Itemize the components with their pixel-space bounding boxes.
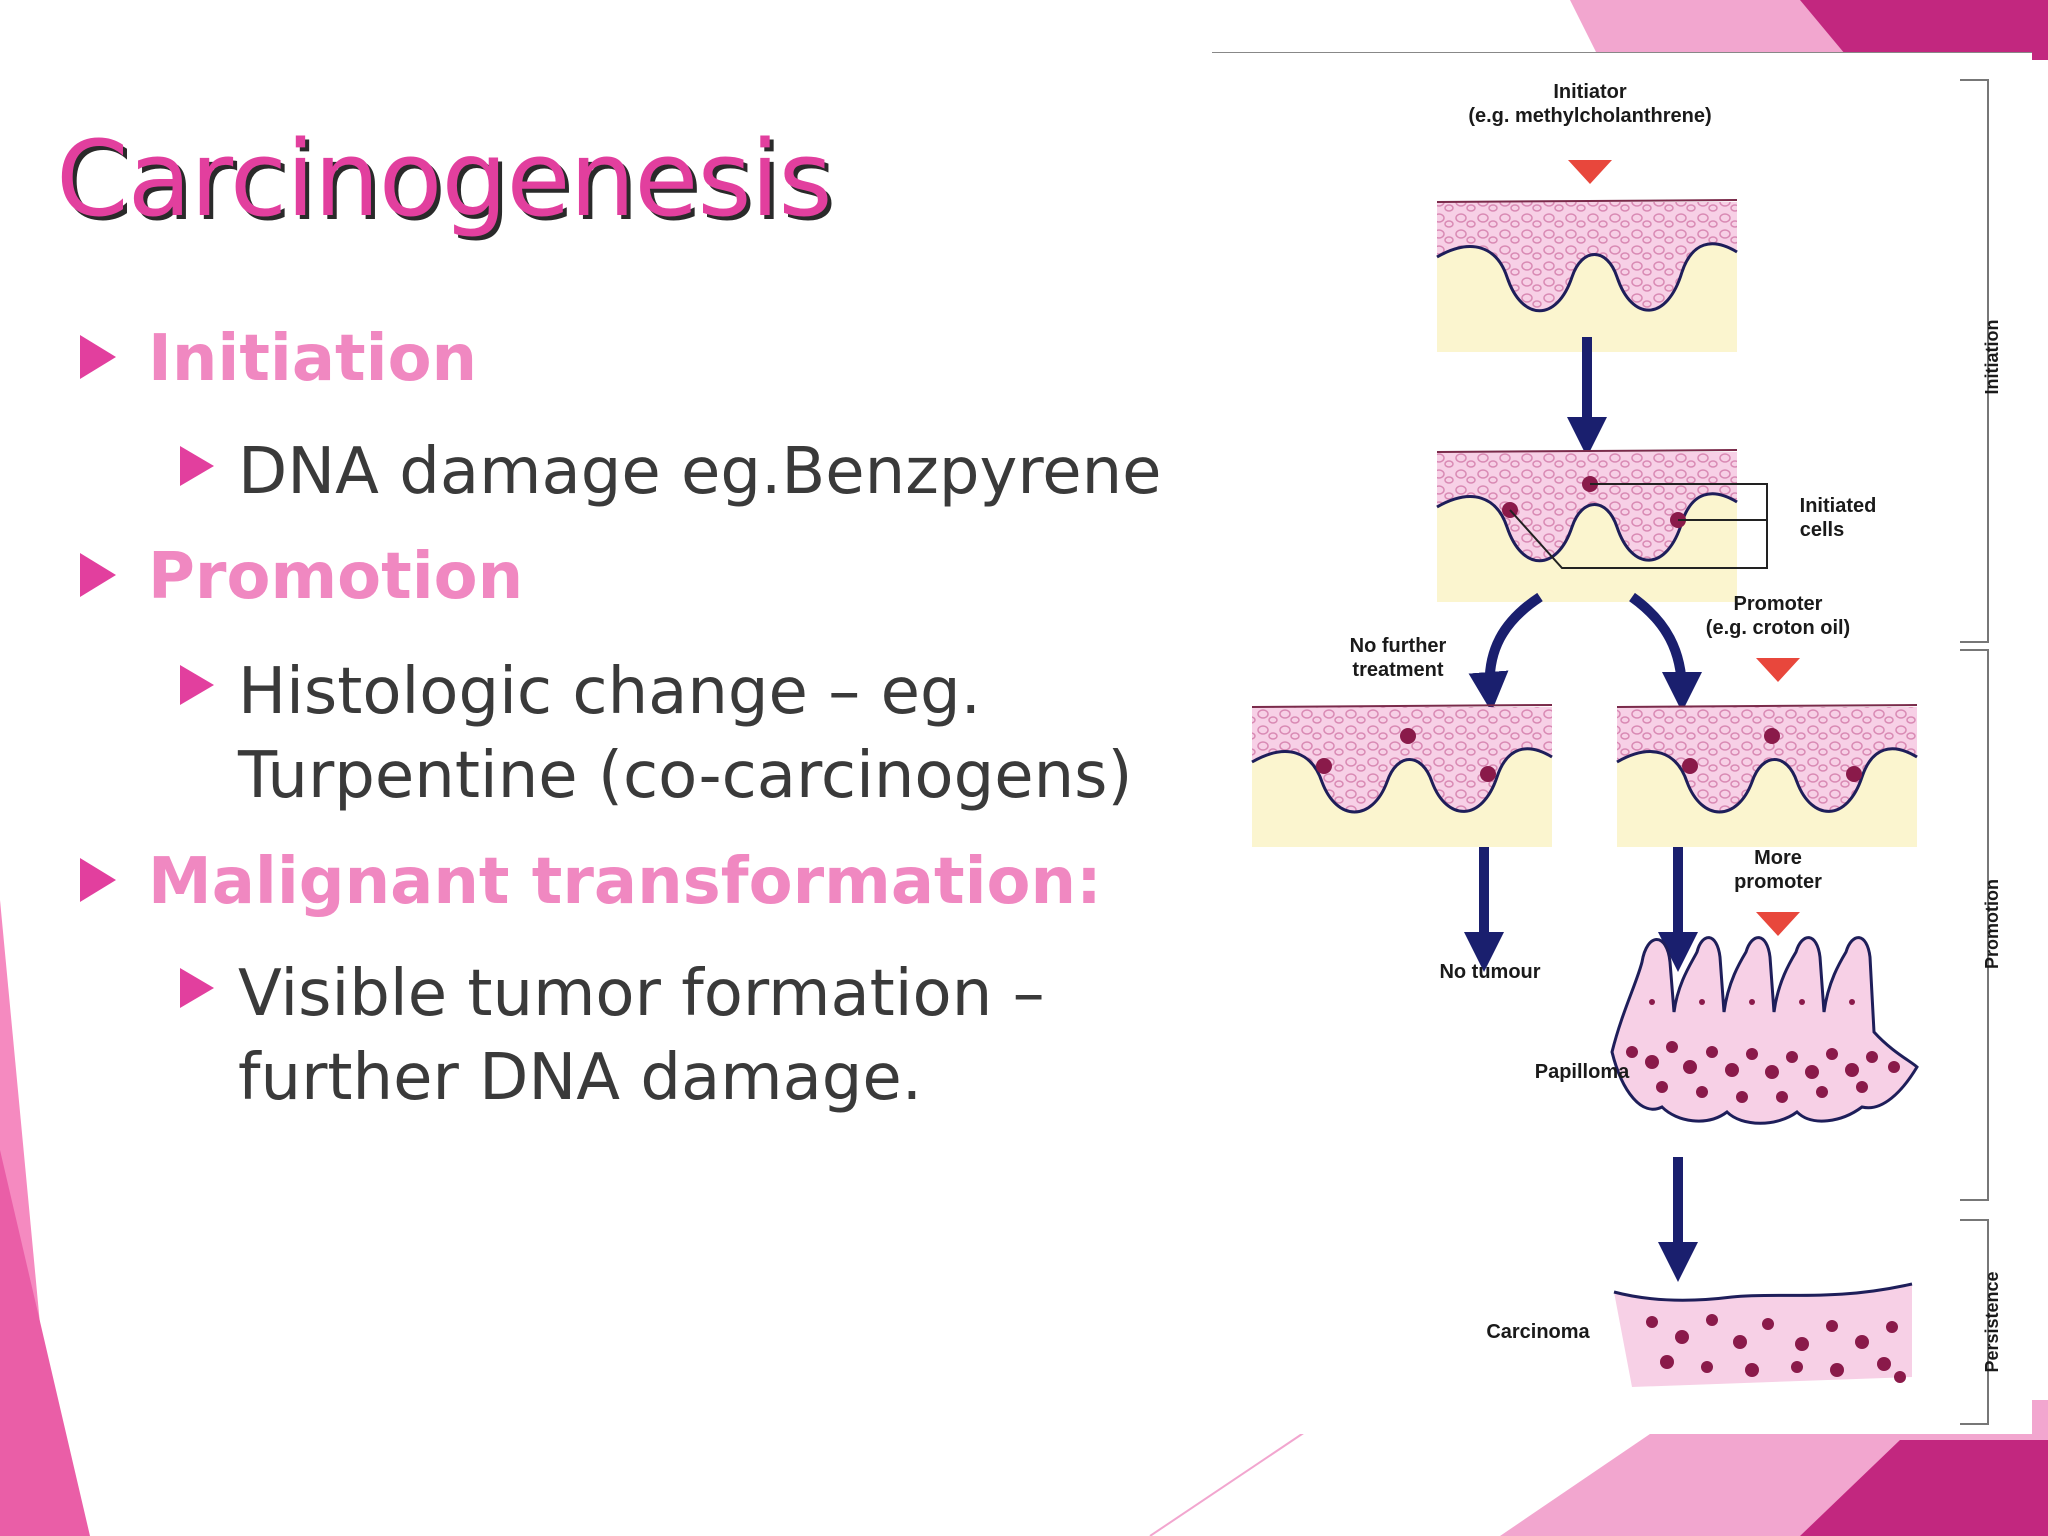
drop-arrow-icon [1756, 912, 1800, 936]
no-further-label-2: treatment [1352, 659, 1443, 681]
more-promoter-label-2: promoter [1734, 871, 1822, 893]
stage-brackets [1960, 79, 1989, 1425]
bullet-arrow-icon [80, 335, 116, 379]
bullet-heading-promotion: Promotion [148, 540, 524, 614]
papilloma-illustration [1610, 936, 1919, 1125]
tissue-normal [1436, 199, 1738, 352]
tissue-initiated [1436, 449, 1768, 602]
initiator-label: Initiator [1553, 81, 1627, 103]
stage-promotion-label: Promotion [1982, 879, 2002, 969]
carcinogenesis-figure: Initiator (e.g. methylcholanthrene) Init… [1212, 51, 2032, 1434]
no-further-label: No further [1350, 635, 1447, 657]
carcinoma-illustration [1613, 1282, 1913, 1387]
sub-bullet-text: Turpentine (co-carcinogens) [238, 739, 1133, 813]
sub-bullet-arrow-icon [180, 446, 214, 486]
papilloma-label: Papilloma [1535, 1061, 1630, 1083]
sub-bullet-text: DNA damage eg.Benzpyrene [238, 435, 1162, 509]
more-promoter-label: More [1754, 847, 1802, 869]
sub-bullet-text: Visible tumor formation – [238, 957, 1045, 1031]
drop-arrow-icon [1568, 160, 1612, 184]
sub-bullet-text: Histologic change – eg. [238, 655, 981, 729]
no-tumour-label: No tumour [1439, 961, 1540, 983]
bullet-heading-malignant: Malignant transformation: [148, 845, 1102, 919]
stage-persistence-label: Persistence [1982, 1271, 2002, 1372]
drop-arrow-icon [1756, 658, 1800, 682]
initiated-cells-label-2: cells [1800, 519, 1844, 541]
slide-title: Carcinogenesis [56, 118, 833, 240]
bullet-arrow-icon [80, 858, 116, 902]
tissue-promoted [1616, 704, 1918, 847]
promoter-example: (e.g. croton oil) [1706, 617, 1850, 639]
promoter-label: Promoter [1734, 593, 1823, 615]
sub-bullet-arrow-icon [180, 968, 214, 1008]
carcinoma-label: Carcinoma [1486, 1321, 1590, 1343]
stage-initiation-label: Initiation [1982, 320, 2002, 395]
bullet-arrow-icon [80, 553, 116, 597]
sub-bullet-text: further DNA damage. [238, 1041, 923, 1115]
bullet-heading-initiation: Initiation [148, 322, 478, 396]
sub-bullet-arrow-icon [180, 665, 214, 705]
initiator-example: (e.g. methylcholanthrene) [1468, 105, 1711, 127]
initiated-cells-label: Initiated [1800, 495, 1877, 517]
tissue-no-treatment [1251, 704, 1553, 847]
